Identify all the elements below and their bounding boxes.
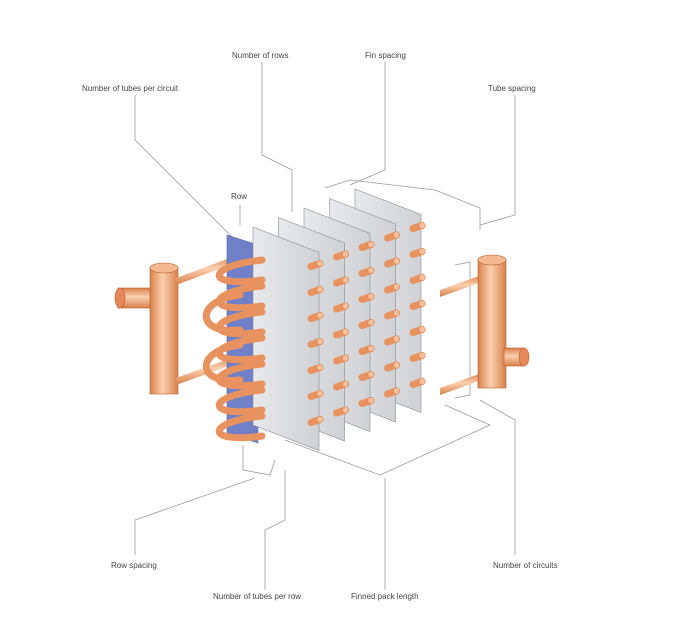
fin — [252, 226, 324, 451]
u-bend-rear — [202, 341, 244, 384]
outlet-header — [440, 254, 530, 395]
u-bend — [215, 386, 266, 416]
label-row-spacing: Row spacing — [111, 561, 157, 570]
label-tubes-per-circuit: Number of tubes per circuit — [82, 84, 179, 93]
label-fin-spacing: Fin spacing — [365, 51, 406, 60]
label-number-of-circuits: Number of circuits — [493, 561, 558, 570]
u-bends — [202, 256, 266, 442]
label-tubes-per-row: Number of tubes per row — [213, 592, 302, 601]
label-tube-spacing: Tube spacing — [488, 84, 536, 93]
label-row: Row — [231, 192, 248, 201]
label-finned-pack-length: Finned pack length — [351, 592, 419, 601]
u-bend — [215, 256, 266, 286]
u-bend-rear — [202, 291, 244, 334]
label-number-of-rows: Number of rows — [232, 51, 289, 60]
fins — [252, 188, 426, 451]
u-bend — [215, 412, 266, 442]
